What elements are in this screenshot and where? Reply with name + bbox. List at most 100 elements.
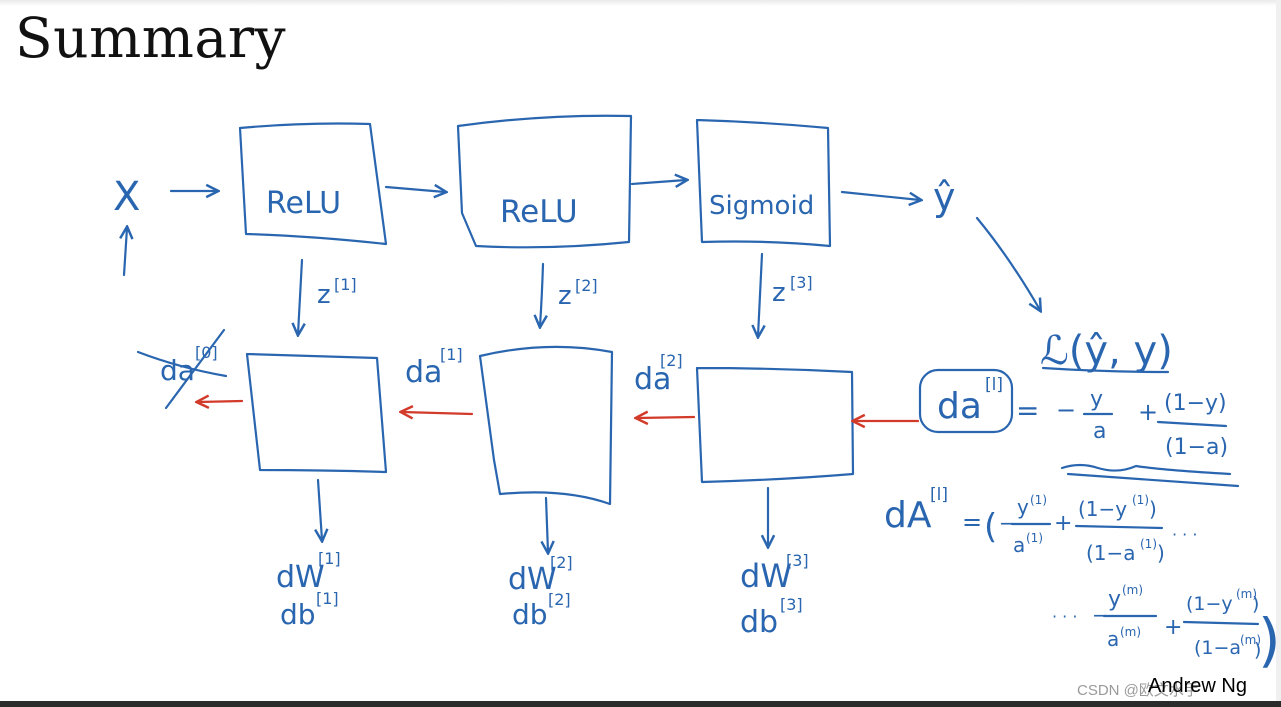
grad-db-1: db bbox=[280, 598, 316, 631]
top-border bbox=[0, 0, 1281, 6]
cache-arrow-1 bbox=[298, 258, 302, 334]
da-0: da bbox=[160, 354, 195, 387]
input-x: X bbox=[113, 174, 140, 220]
formula-dA-eq: = bbox=[962, 508, 982, 536]
watermark: CSDN @欧文水手 bbox=[1077, 682, 1199, 699]
formula-dA-t3-den: a bbox=[1107, 627, 1119, 651]
backward-arrow-2 bbox=[637, 417, 696, 418]
loss-underline bbox=[1041, 366, 1170, 374]
formula-da-t1-den: a bbox=[1093, 419, 1106, 444]
da-0-strike-1 bbox=[136, 350, 228, 378]
formula-dA-t2-num: (1−y bbox=[1078, 497, 1127, 521]
da-2-sup: [2] bbox=[660, 351, 683, 370]
bottom-border bbox=[0, 701, 1281, 707]
forward-block-1-label: ReLU bbox=[266, 186, 341, 221]
right-border bbox=[1276, 0, 1281, 701]
cache-z-1-sup: [1] bbox=[334, 275, 357, 294]
forward-block-3 bbox=[695, 118, 832, 248]
grad-dw-3-sup: [3] bbox=[786, 551, 809, 570]
grad-dw-3: dW bbox=[740, 557, 792, 595]
input-arrow bbox=[124, 228, 127, 277]
grad-db-1-sup: [1] bbox=[316, 589, 339, 608]
formula-dA-t2-bar bbox=[1074, 524, 1164, 530]
formula-dA-sign3: − bbox=[1092, 603, 1109, 627]
forward-block-1 bbox=[238, 122, 388, 246]
cache-arrow-3 bbox=[758, 252, 762, 336]
da-1: da bbox=[405, 355, 442, 390]
formula-dA-t1-den: a bbox=[1013, 533, 1025, 557]
formula-dA-t2-den-close: ) bbox=[1157, 541, 1165, 565]
formula-da-t2-bar bbox=[1156, 420, 1228, 428]
cache-z-1: z bbox=[317, 280, 331, 310]
formula-dA-t2-num-close: ) bbox=[1149, 497, 1157, 521]
formula-dA-sign1: − bbox=[999, 511, 1016, 535]
grad-dw-1-sup: [1] bbox=[318, 549, 341, 568]
backward-arrow-0 bbox=[198, 401, 244, 402]
cache-z-3: z bbox=[772, 278, 786, 308]
formula-dA-t4-bar bbox=[1182, 620, 1260, 626]
grad-db-2-sup: [2] bbox=[548, 590, 571, 609]
grad-dw-2-sup: [2] bbox=[550, 553, 573, 572]
forward-block-3-label: Sigmoid bbox=[709, 191, 814, 221]
cache-z-3-sup: [3] bbox=[790, 273, 813, 292]
forward-block-2-label: ReLU bbox=[500, 194, 578, 230]
forward-block-2 bbox=[456, 114, 633, 249]
formula-dA-line2-dots: · · · bbox=[1052, 607, 1077, 626]
author-credit: Andrew Ng bbox=[1148, 675, 1247, 697]
grad-arrow-2 bbox=[546, 496, 548, 552]
da-last-sup: [l] bbox=[985, 375, 1003, 395]
grad-dw-1: dW bbox=[276, 560, 325, 595]
grad-db-3: db bbox=[740, 605, 778, 640]
backward-arrow-1 bbox=[402, 412, 474, 414]
da-2: da bbox=[634, 362, 671, 397]
formula-dA-dots: · · · bbox=[1172, 525, 1197, 544]
da-last: da bbox=[937, 386, 982, 427]
formula-dA-t2-num-sup: (1) bbox=[1132, 493, 1149, 507]
cache-arrow-2 bbox=[540, 262, 543, 326]
formula-da-sign2: + bbox=[1138, 398, 1158, 426]
formula-dA-t3-num: y bbox=[1108, 587, 1121, 612]
grad-db-3-sup: [3] bbox=[780, 595, 803, 614]
grad-db-2: db bbox=[512, 598, 548, 631]
formula-dA-close: ) bbox=[1258, 606, 1281, 674]
backward-block-2 bbox=[478, 345, 614, 506]
formula-dA-t2-den: (1−a bbox=[1086, 541, 1136, 565]
grad-arrow-1 bbox=[318, 478, 322, 540]
forward-arrow-3 bbox=[840, 190, 920, 200]
formula-dA-t3-num-sup: (m) bbox=[1122, 583, 1143, 597]
formula-da-sign1: − bbox=[1056, 396, 1076, 424]
formula-da-underline-2 bbox=[1066, 472, 1240, 488]
formula-dA-sign4: + bbox=[1164, 615, 1182, 640]
formula-dA-t1-num-sup: (1) bbox=[1030, 493, 1047, 507]
formula-dA-lhs-sup: [l] bbox=[930, 485, 948, 505]
formula-da-eq: = bbox=[1016, 394, 1039, 427]
formula-dA-t1-num: y bbox=[1017, 495, 1029, 519]
loss-label: ℒ(ŷ, y) bbox=[1040, 328, 1173, 374]
formula-dA-open: ( bbox=[984, 507, 997, 547]
formula-dA-sign2: + bbox=[1054, 511, 1072, 536]
formula-dA-t1-den-sup: (1) bbox=[1026, 531, 1043, 545]
formula-dA-t4-den-sup: (m) bbox=[1240, 633, 1261, 647]
grad-dw-2: dW bbox=[508, 562, 557, 597]
forward-arrow-2 bbox=[630, 180, 686, 184]
formula-da-t2-den: (1−a) bbox=[1165, 435, 1228, 460]
forward-arrow-1 bbox=[384, 187, 445, 192]
slide-title: Summary bbox=[15, 6, 287, 70]
formula-da-t2-num: (1−y) bbox=[1164, 391, 1227, 416]
da-last-box bbox=[918, 368, 1014, 434]
cache-z-2-sup: [2] bbox=[575, 276, 598, 295]
backward-block-3 bbox=[695, 366, 855, 484]
formula-dA-t4-num-close: ) bbox=[1252, 593, 1259, 615]
formula-dA-t4-den-close: ) bbox=[1254, 639, 1261, 661]
output-y-hat: ŷ bbox=[933, 175, 956, 219]
backward-block-1 bbox=[245, 352, 388, 474]
formula-dA-t4-num-sup: (m) bbox=[1236, 587, 1257, 601]
formula-da-t1-num: y bbox=[1090, 387, 1103, 412]
cache-z-2: z bbox=[558, 281, 572, 311]
formula-dA-t3-den-sup: (m) bbox=[1120, 625, 1141, 639]
formula-dA-lhs: dA bbox=[884, 495, 932, 536]
da-1-sup: [1] bbox=[440, 345, 463, 364]
formula-dA-t4-den: (1−a bbox=[1194, 637, 1241, 659]
